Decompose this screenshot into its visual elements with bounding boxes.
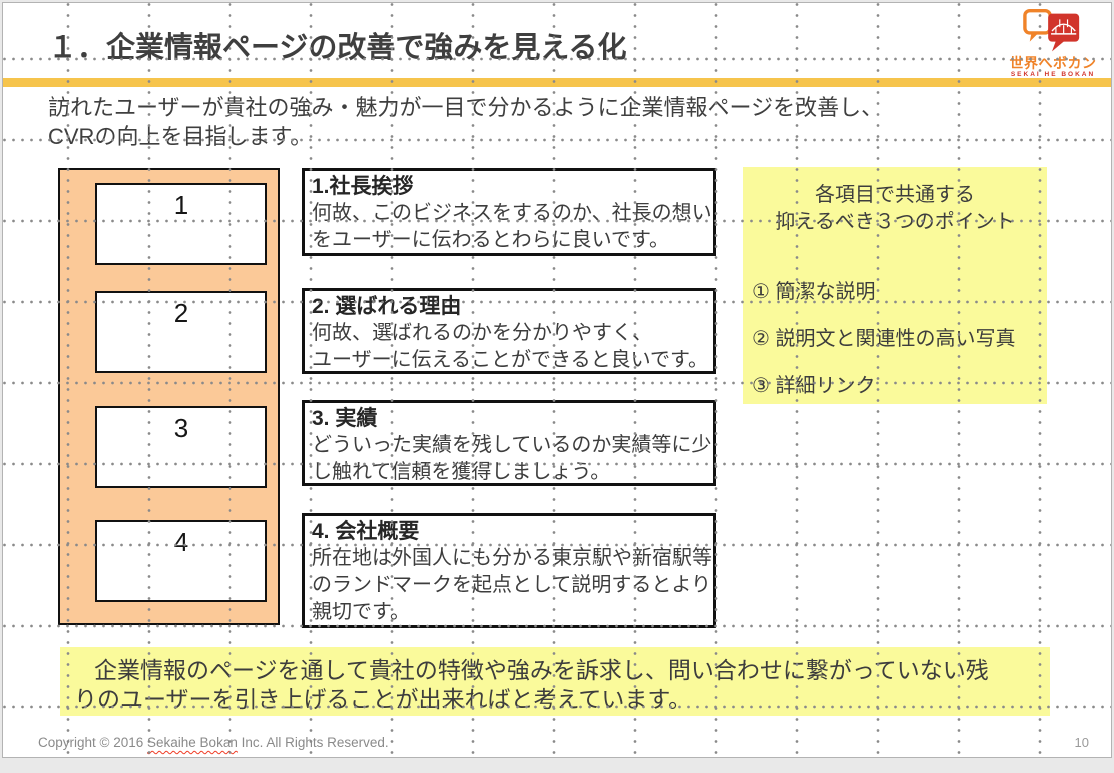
step-box-2: 2	[95, 291, 267, 373]
intro-line: CVRの向上を目指します。	[48, 124, 313, 149]
section-body-line: 所在地は外国人にも分かる東京駅や新宿駅等	[312, 547, 712, 569]
slide: １．企業情報ページの改善で強みを見える化 世界へボカン SEKAI HE BOK…	[2, 2, 1112, 758]
point-item-2: ② 説明文と関連性の高い写真	[752, 328, 1016, 350]
speech-bubbles-icon	[1007, 7, 1099, 55]
copyright-prefix: Copyright © 2016	[38, 735, 148, 750]
section-box-reasons: 2. 選ばれる理由 何故、選ばれるのかを分かりやすく、 ユーザーに伝えることがで…	[302, 288, 716, 374]
points-title: 各項目で共通する 抑えるべき３つのポイント	[743, 182, 1047, 236]
section-box-company: 4. 会社概要 所在地は外国人にも分かる東京駅や新宿駅等 のランドマークを起点と…	[302, 513, 716, 628]
step-box-4: 4	[95, 520, 267, 602]
points-box: 各項目で共通する 抑えるべき３つのポイント ① 簡潔な説明 ② 説明文と関連性の…	[743, 167, 1047, 404]
intro-line: 訪れたユーザーが貴社の強み・魅力が一目で分かるように企業情報ページを改善し、	[48, 95, 884, 120]
summary-line: 企業情報のページを通して貴社の特徴や強みを訴求し、問い合わせに繋がっていない残	[94, 657, 989, 683]
step-number: 2	[173, 298, 189, 328]
steps-panel: 1 2 3 4	[58, 168, 280, 625]
points-title-line: 各項目で共通する	[815, 184, 975, 206]
section-body-line: 親切です。	[312, 601, 410, 623]
copyright-suffix: Inc. All Rights Reserved.	[237, 735, 389, 750]
section-body-line: をユーザーに伝わるとわらに良いです。	[312, 229, 669, 251]
section-body-line: し触れて信頼を獲得しましょう。	[312, 461, 611, 483]
step-box-3: 3	[95, 406, 267, 488]
section-heading: 1.社長挨拶	[312, 175, 414, 198]
page-number: 10	[1074, 735, 1089, 750]
title-underline-band	[3, 78, 1111, 87]
section-heading: 3. 実績	[312, 407, 378, 430]
section-box-results: 3. 実績 どういった実績を残しているのか実績等に少 し触れて信頼を獲得しましょ…	[302, 400, 716, 486]
logo: 世界へボカン SEKAI HE BOKAN	[1007, 7, 1099, 79]
summary-box: 企業情報のページを通して貴社の特徴や強みを訴求し、問い合わせに繋がっていない残 …	[60, 647, 1050, 716]
points-title-line: 抑えるべき３つのポイント	[775, 211, 1015, 233]
summary-line: りのユーザーを引き上げることが出来ればと考えています。	[74, 686, 692, 712]
step-box-1: 1	[95, 183, 267, 265]
logo-name: 世界へボカン	[1009, 55, 1097, 71]
company-name-spellcheck: Sekaihe Bokan	[147, 735, 238, 750]
section-box-greeting: 1.社長挨拶 何故、このビジネスをするのか、社長の想い をユーザーに伝わるとわら…	[302, 168, 716, 256]
section-body-line: 何故、このビジネスをするのか、社長の想い	[312, 202, 712, 224]
page-title: １．企業情報ページの改善で強みを見える化	[48, 32, 627, 64]
step-number: 3	[173, 413, 189, 443]
section-heading: 4. 会社概要	[312, 520, 420, 543]
step-number: 4	[173, 527, 189, 557]
intro-text: 訪れたユーザーが貴社の強み・魅力が一目で分かるように企業情報ページを改善し、 C…	[48, 93, 883, 151]
section-body-line: のランドマークを起点として説明するとより	[312, 574, 711, 596]
point-item-3: ③ 詳細リンク	[752, 375, 876, 397]
step-number: 1	[173, 190, 189, 220]
section-heading: 2. 選ばれる理由	[312, 295, 462, 318]
section-body-line: 何故、選ばれるのかを分かりやすく、	[312, 322, 652, 344]
section-body-line: どういった実績を残しているのか実績等に少	[312, 434, 712, 456]
footer-copyright: Copyright © 2016 Sekaihe Bokan Inc. All …	[38, 735, 389, 750]
section-body-line: ユーザーに伝えることができると良いです。	[312, 349, 708, 371]
point-item-1: ① 簡潔な説明	[752, 281, 876, 303]
